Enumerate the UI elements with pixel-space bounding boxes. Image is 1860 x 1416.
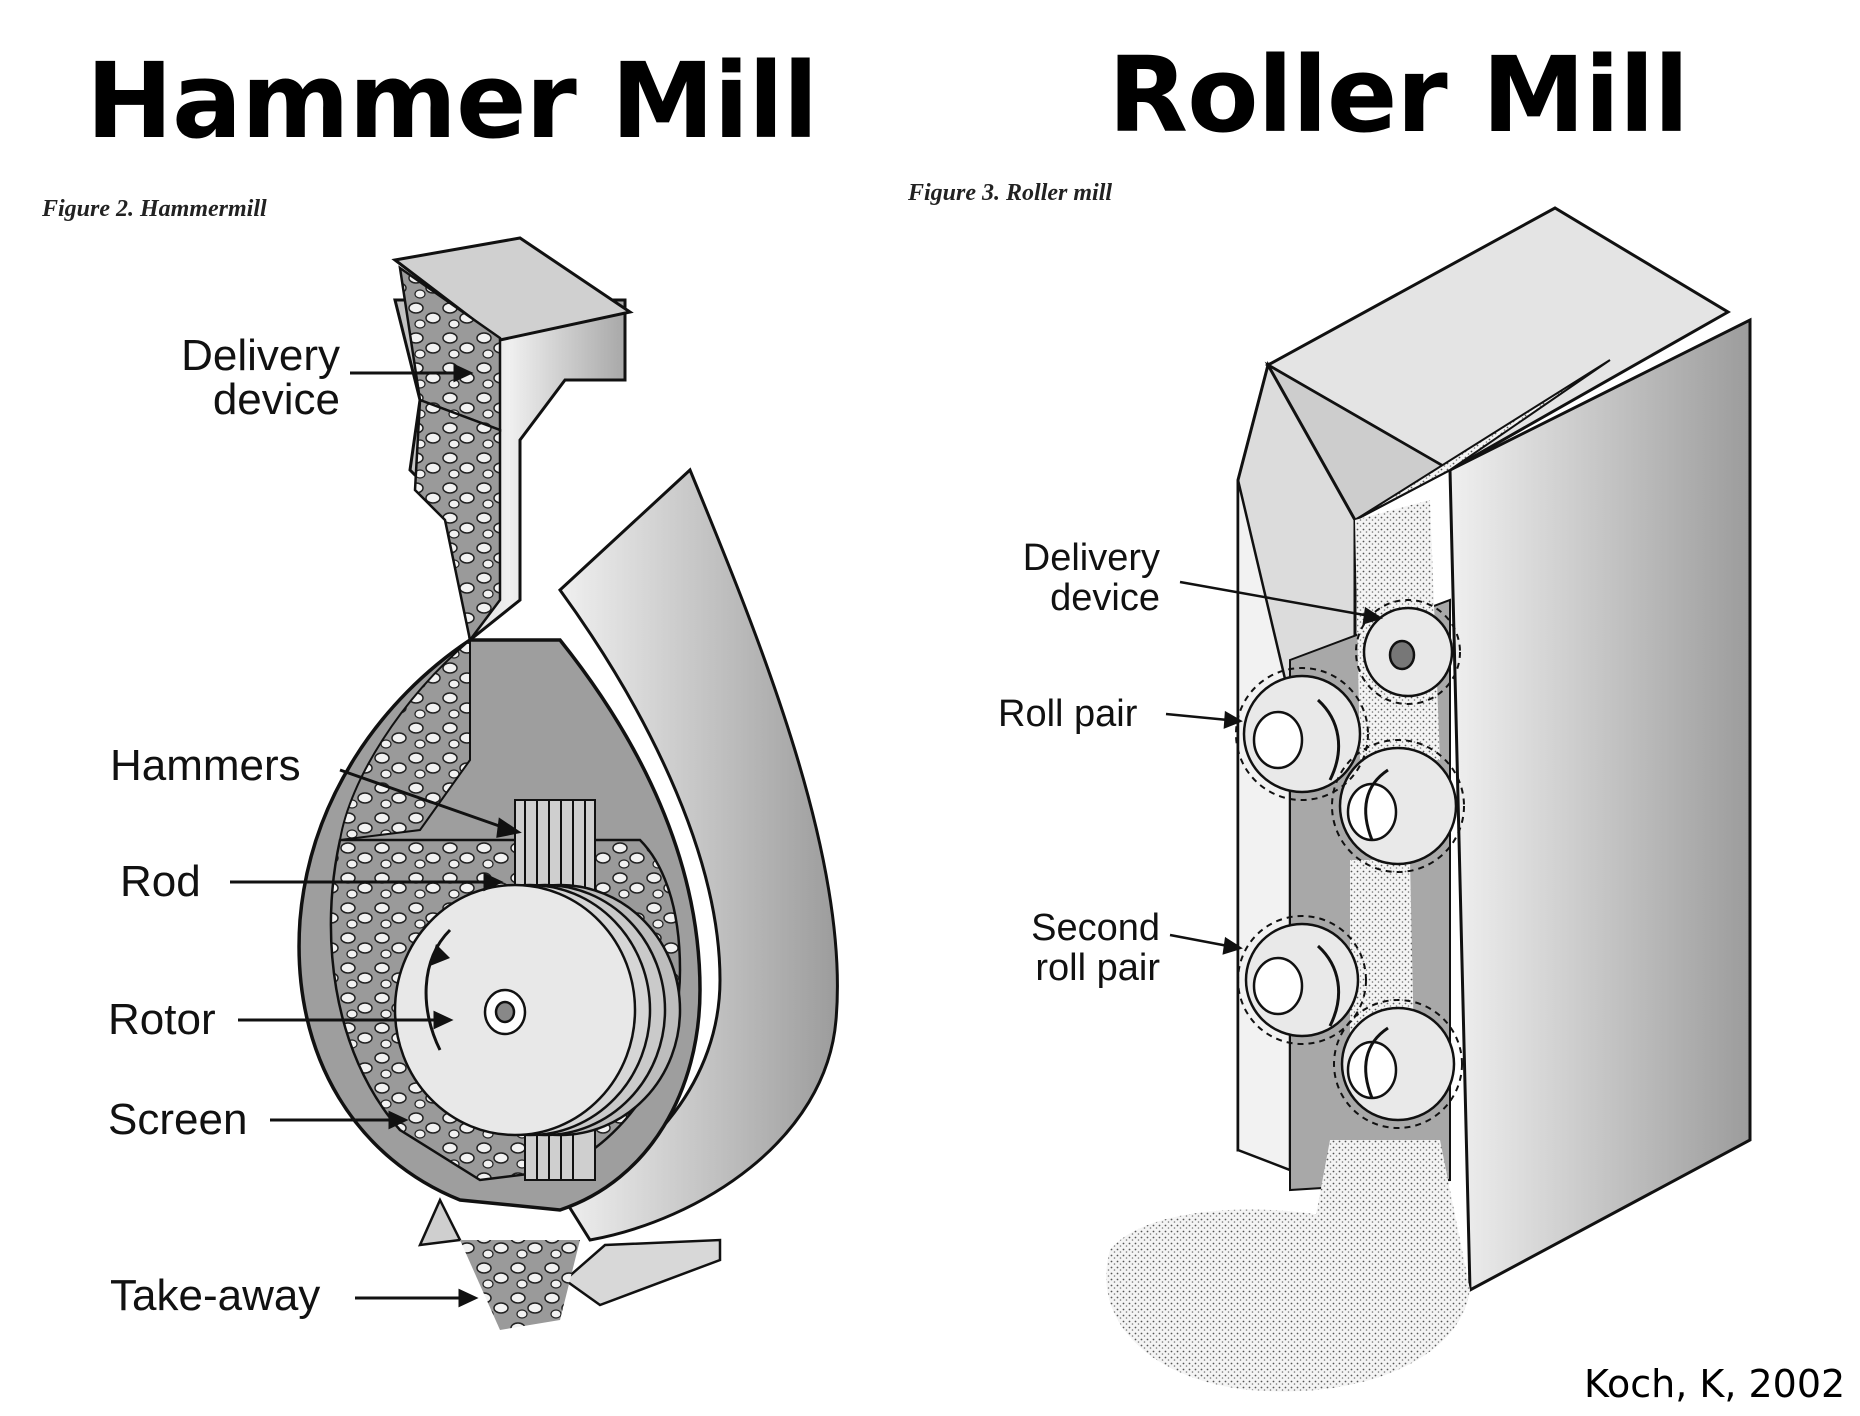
second-roll-pair-label: Second roll pair — [980, 908, 1160, 988]
hammer-delivery-device-label: Delivery device — [150, 334, 340, 422]
roller-mill-figure-caption: Figure 3. Roller mill — [908, 180, 1113, 206]
hammers-label: Hammers — [110, 741, 301, 790]
rotor-label: Rotor — [108, 995, 216, 1044]
rod-label: Rod — [120, 857, 201, 906]
roller-delivery-line2: device — [1050, 577, 1160, 619]
roller-mill-title: Roller Mill — [1108, 34, 1689, 156]
roller-delivery-line1: Delivery — [1022, 537, 1160, 579]
hammer-delivery-line2: device — [212, 375, 340, 424]
hammer-delivery-line1: Delivery — [181, 331, 340, 380]
roll-pair-label: Roll pair — [998, 693, 1138, 735]
source-credit: Koch, K, 2002 — [1584, 1362, 1846, 1406]
hammermill-drawing — [230, 236, 839, 1330]
second-roll-pair-line2: roll pair — [1035, 947, 1160, 989]
hammer-mill-title: Hammer Mill — [86, 40, 818, 162]
take-away-label: Take-away — [110, 1271, 321, 1320]
hammermill-figure-caption: Figure 2. Hammermill — [42, 196, 267, 222]
roller-mill-drawing — [1106, 206, 1752, 1392]
second-roll-pair-line1: Second — [1031, 907, 1160, 949]
roller-delivery-device-label: Delivery device — [980, 538, 1160, 618]
screen-label: Screen — [108, 1095, 248, 1144]
